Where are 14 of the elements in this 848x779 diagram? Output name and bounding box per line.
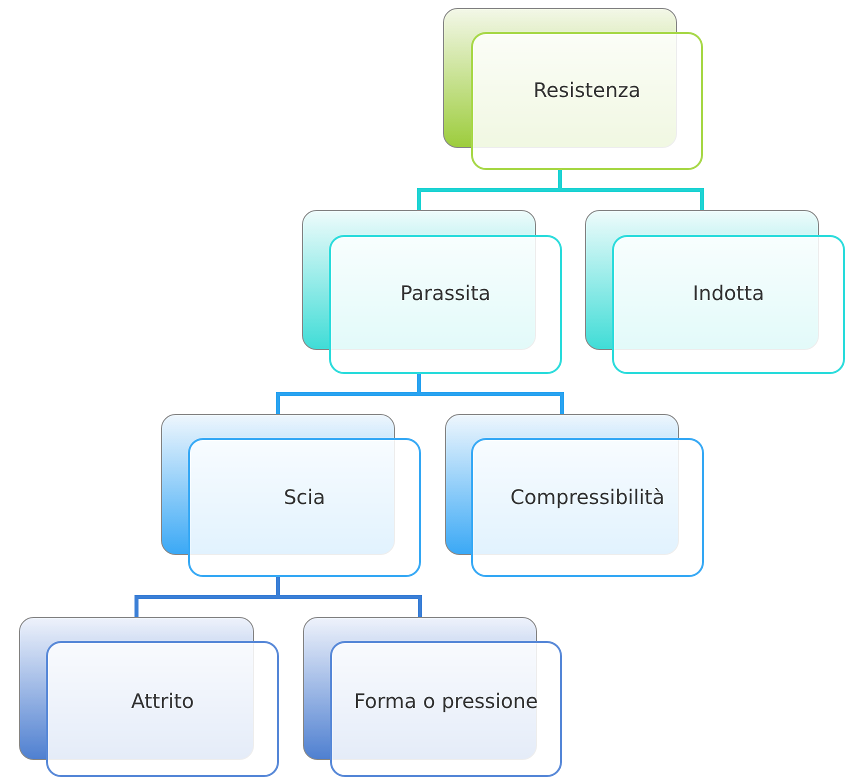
node-card xyxy=(585,210,845,374)
node-label: Indotta xyxy=(692,280,764,306)
node-card xyxy=(445,414,704,577)
node-card xyxy=(19,617,279,777)
node-label: Forma o pressione xyxy=(354,688,538,714)
node-card xyxy=(443,8,703,170)
node-label: Resistenza xyxy=(533,77,641,103)
node-label: Attrito xyxy=(131,688,194,714)
node-label: Compressibilità xyxy=(510,484,665,510)
node-label: Scia xyxy=(284,484,326,510)
node-card xyxy=(302,210,562,374)
node-card xyxy=(303,617,562,777)
node-card xyxy=(161,414,421,577)
node-label: Parassita xyxy=(400,280,491,306)
